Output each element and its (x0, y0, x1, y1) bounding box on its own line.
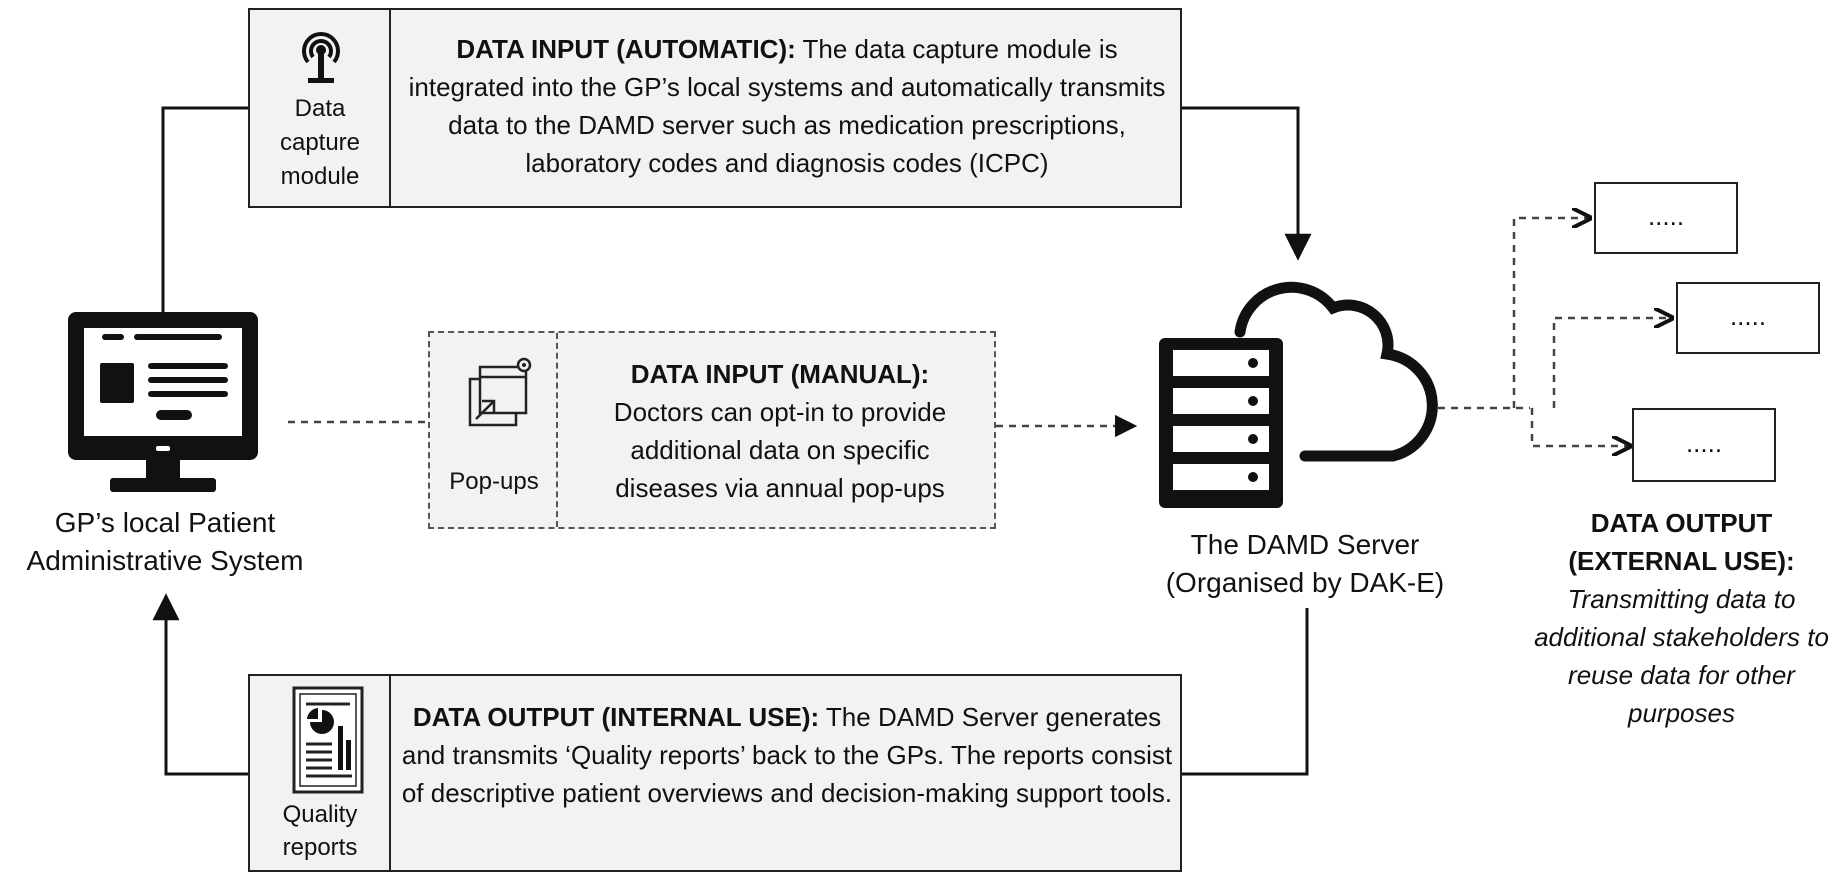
internal-output-heading: DATA OUTPUT (INTERNAL USE): (412, 702, 820, 732)
internal-output-box: Quality reports DATA OUTPUT (INTERNAL US… (248, 674, 1182, 872)
external-output-text: Transmitting data to additional stakehol… (1534, 584, 1829, 728)
line-external-box-3 (1530, 408, 1630, 446)
internal-output-text: The DAMD Server generates and transmits … (401, 702, 1173, 808)
gp-system-label-line1: GP’s local Patient (54, 507, 276, 538)
manual-input-icon-label: Pop-ups (449, 468, 539, 495)
line-internal-output-to-gp (152, 593, 248, 776)
external-output-box-3: ..... (1632, 408, 1776, 482)
internal-output-description: DATA OUTPUT (INTERNAL USE): The DAMD Ser… (400, 698, 1174, 812)
external-output-box-2: ..... (1676, 282, 1820, 354)
auto-input-icon-label: Data capture module (279, 95, 361, 190)
report-document-icon (292, 686, 364, 794)
antenna-icon (296, 28, 346, 88)
auto-input-heading: DATA INPUT (AUTOMATIC): (456, 34, 796, 64)
line-auto-input-to-server (1182, 106, 1312, 261)
manual-input-description: DATA INPUT (MANUAL): Doctors can opt-in … (590, 355, 970, 507)
auto-input-box: Data capture module DATA INPUT (AUTOMATI… (248, 8, 1182, 208)
line-server-to-internal-output (1182, 608, 1309, 776)
line-external-box-1 (1512, 218, 1590, 408)
popup-window-icon (458, 353, 538, 433)
cloud-server-icon (1155, 262, 1445, 512)
external-output-description: DATA OUTPUT (EXTERNAL USE): Transmitting… (1516, 504, 1847, 732)
server-label-line2: (Organised by DAK-E) (1165, 567, 1445, 598)
gp-system-label-line2: Administrative System (26, 545, 304, 576)
gp-system-label: GP’s local Patient Administrative System (0, 504, 330, 580)
server-label-line1: The DAMD Server (1190, 529, 1420, 560)
server-label: The DAMD Server (Organised by DAK-E) (1140, 526, 1470, 602)
external-output-box-1: ..... (1594, 182, 1738, 254)
external-output-heading-line2: (EXTERNAL USE): (1568, 546, 1795, 576)
external-output-heading-line1: DATA OUTPUT (1590, 508, 1773, 538)
auto-input-text: The data capture module is integrated in… (408, 34, 1166, 178)
manual-input-box: Pop-ups DATA INPUT (MANUAL): Doctors can… (428, 331, 996, 529)
computer-monitor-icon (64, 308, 262, 498)
line-gp-to-auto-input (161, 106, 248, 312)
line-external-box-2 (1552, 318, 1672, 408)
internal-output-icon-label: Quality reports (282, 801, 358, 861)
manual-input-text: Doctors can opt-in to provide additional… (613, 397, 947, 503)
auto-input-description: DATA INPUT (AUTOMATIC): The data capture… (400, 30, 1174, 182)
manual-input-heading: DATA INPUT (MANUAL): (630, 359, 930, 389)
